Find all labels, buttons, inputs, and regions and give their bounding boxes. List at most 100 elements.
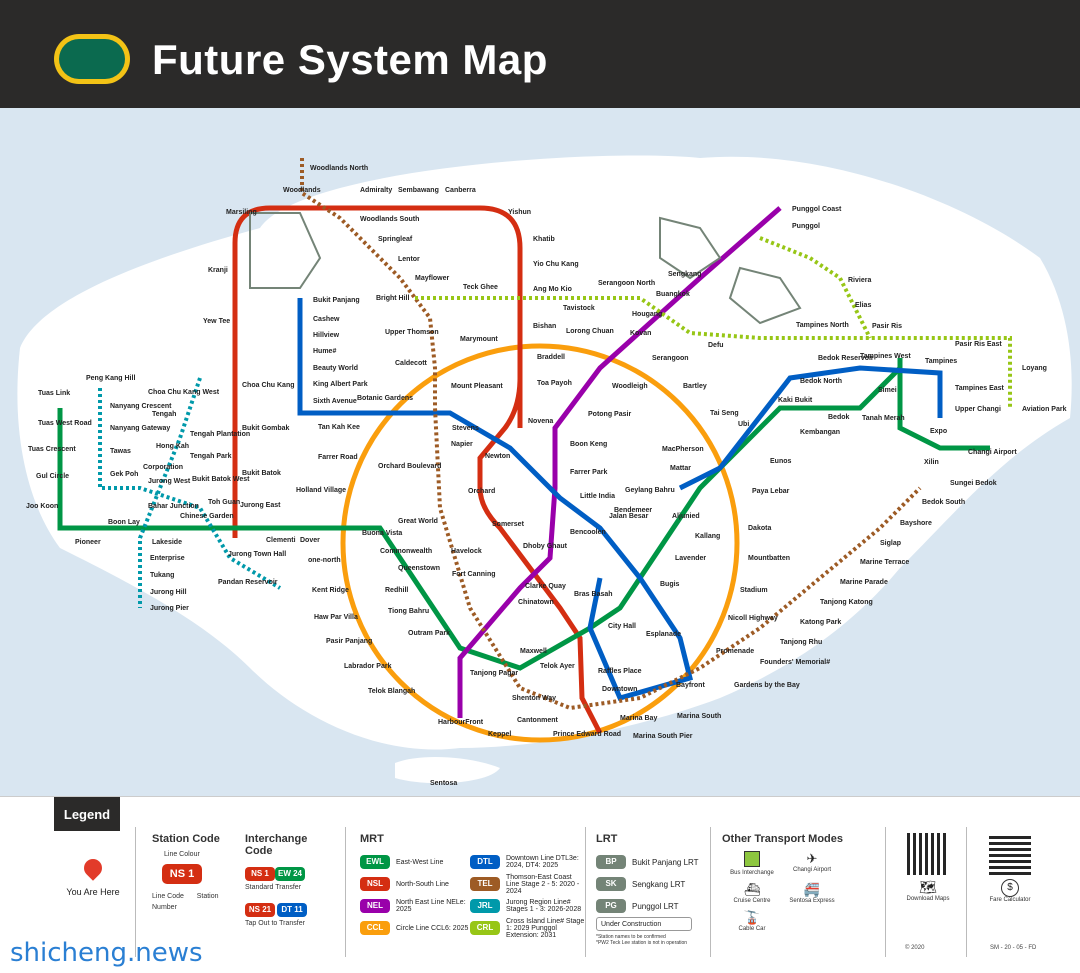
bp-lrt-line [249,212,322,289]
station-bukit-gombak: Bukit Gombak [242,425,290,432]
line-name: Circle Line CCL6: 2025 [396,924,469,932]
divider [885,827,886,957]
station-bedok-reservoir: Bedok Reservoir [818,355,874,362]
station-serangoon-north: Serangoon North [598,280,655,287]
station-peng-kang-hill: Peng Kang Hill [86,375,135,382]
station-toa-payoh: Toa Payoh [537,380,572,387]
station-tawas: Tawas [110,448,131,455]
station-kranji: Kranji [208,267,228,274]
station-tanjong-katong: Tanjong Katong [820,599,873,606]
station-bugis: Bugis [660,581,680,588]
station-canberra: Canberra [445,187,476,194]
station-sungei-bedok: Sungei Bedok [950,480,997,487]
system-map[interactable]: Woodlands North Woodlands Admiralty Semb… [0,108,1080,796]
cable-car-key: 🚡Cable Car [722,910,782,932]
line-code-badge: JRL [470,899,500,913]
station-jurong-west: Jurong West [148,478,191,485]
map-reference: SM - 20 - 05 - FD [990,945,1037,951]
line-colour-label: Line Colour [164,851,200,858]
line-name: Jurong Region Line# Stages 1 - 3: 2026-2… [506,899,582,913]
station-tampines-west: Tampines West [860,353,911,360]
station-expo: Expo [930,428,947,435]
station-mountbatten: Mountbatten [748,555,790,562]
station-pasir-ris: Pasir Ris [872,323,902,330]
station-gardens-by-the-bay: Gardens by the Bay [734,682,800,689]
station-beauty-world: Beauty World [313,365,358,372]
station-clarke-quay: Clarke Quay [525,583,566,590]
station-little-india: Little India [580,493,615,500]
station-code-section: Station Code Line Colour NS 1 Line Code … [152,833,232,912]
station-bendemeer: Bendemeer [614,507,652,514]
station-stadium: Stadium [740,587,768,594]
bus-interchange-key: Bus Interchange [722,851,782,876]
station-toh-guan: Toh Guan [208,499,240,506]
station-punggol-coast: Punggol Coast [792,206,842,213]
station-marina-south: Marina South [677,713,721,720]
station-lakeside: Lakeside [152,539,182,546]
location-pin-icon [80,855,106,881]
station-marymount: Marymount [460,336,498,343]
station-defu: Defu [708,342,724,349]
station-changi-airport: Changi Airport [968,449,1017,456]
station-choa-chu-kang: Choa Chu Kang [242,382,295,389]
station-paya-lebar: Paya Lebar [752,488,790,495]
station-dover: Dover [300,537,320,544]
station-ang-mo-kio: Ang Mo Kio [533,286,572,293]
station-enterprise: Enterprise [150,555,185,562]
station-jurong-hill: Jurong Hill [150,589,187,596]
line-code-badge: NEL [360,899,390,913]
line-name: Thomson-East Coast Line Stage 2 - 5: 202… [506,873,580,895]
note-1: *Station names to be confirmed [596,934,666,940]
station-jurong-pier: Jurong Pier [150,605,189,612]
cruise-centre-label: Cruise Centre [733,898,771,904]
station-bayshore: Bayshore [900,520,932,527]
station-esplanade: Esplanade [646,631,681,638]
station-sixth-avenue: Sixth Avenue [313,398,357,405]
station-braddell: Braddell [537,354,565,361]
changi-airport-label: Changi Airport [792,867,832,873]
station-hougang: Hougang [632,311,662,318]
tel-line [300,158,922,711]
station-napier: Napier [451,441,473,448]
station-marina-bay: Marina Bay [620,715,657,722]
station-marina-south-pier: Marina South Pier [633,733,693,740]
fare-calculator-key[interactable]: $ Fare Calculator [980,833,1040,903]
pg-lrt-line [728,266,802,325]
line-name: Downtown Line DTL3e: 2024, DT4: 2025 [506,855,579,869]
station-fort-canning: Fort Canning [452,571,496,578]
nsl-line [232,205,603,735]
station-mayflower: Mayflower [415,275,450,282]
you-are-here: You Are Here [58,855,128,897]
station-yishun: Yishun [508,209,531,216]
station-corporation: Corporation [143,464,183,471]
divider [135,827,136,957]
interchange-ns21: NS 21 [245,903,275,917]
download-maps-label: Download Maps [906,896,950,902]
line-name: North-South Line [396,880,449,888]
qr-code-icon [989,833,1031,875]
station-tengah-plantation: Tengah Plantation [190,431,250,438]
station-bartley: Bartley [683,383,707,390]
station-telok-ayer: Telok Ayer [540,663,575,670]
nel-line [457,206,782,718]
station-tavistock: Tavistock [563,305,595,312]
legend-title: Legend [54,797,120,831]
station-pasir-panjang: Pasir Panjang [326,638,372,645]
header-bar: Future System Map [0,0,1080,108]
station-dhoby-ghaut: Dhoby Ghaut [523,543,568,550]
station-commonwealth: Commonwealth [380,548,432,555]
station-queenstown: Queenstown [398,565,440,572]
station-tanjong-rhu: Tanjong Rhu [780,639,822,646]
station-farrer-road: Farrer Road [318,454,358,461]
fare-calculator-label: Fare Calculator [989,897,1031,903]
download-maps-key[interactable]: 🗺 Download Maps [898,833,958,902]
station-number-label: Station Number [152,893,219,911]
ship-icon: ⛴ [743,882,761,897]
station-woodlands: Woodlands [283,187,321,194]
lta-logo-icon [54,34,130,84]
station-farrer-park: Farrer Park [570,469,607,476]
